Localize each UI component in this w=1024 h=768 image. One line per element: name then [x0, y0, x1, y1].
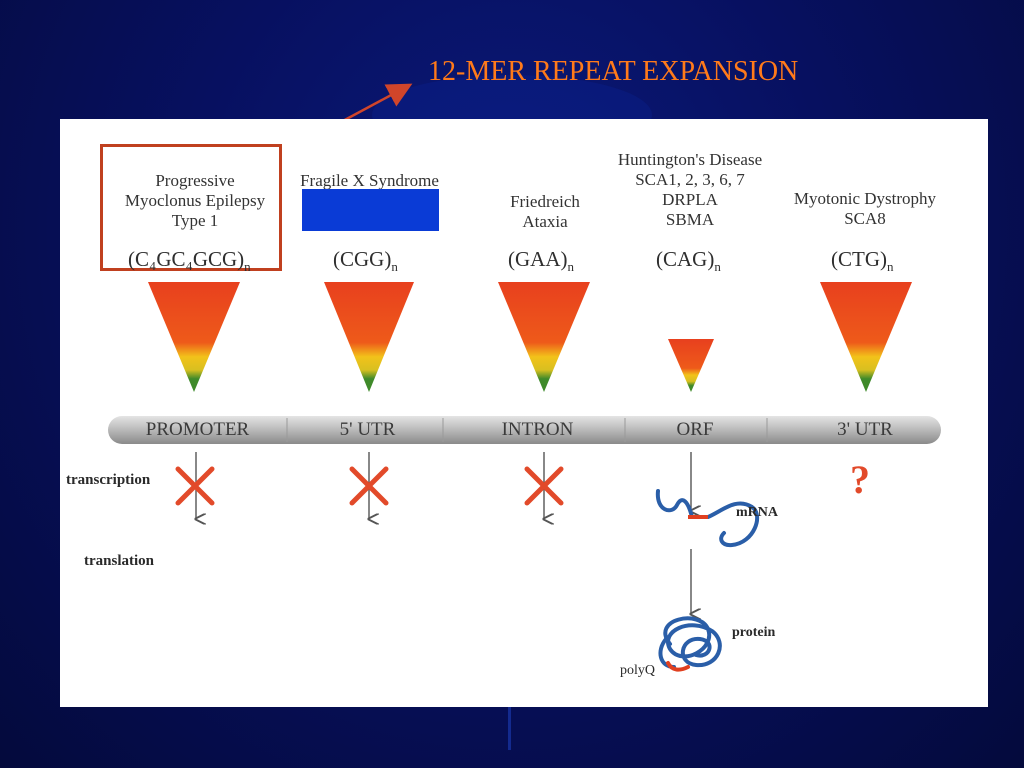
disease-label-orf: Huntington's Disease SCA1, 2, 3, 6, 7 DR… [617, 150, 763, 229]
polyq-segment [666, 661, 690, 672]
region-orf: ORF [676, 419, 714, 440]
polyq-label: polyQ [620, 663, 655, 678]
disease-label-promoter: Progressive Myoclonus Epilepsy Type 1 [124, 171, 266, 230]
cross-utr5 [349, 466, 389, 506]
region-promoter: PROMOTER [145, 419, 250, 440]
disease-label-intron: Friedreich Ataxia [510, 192, 580, 231]
diagram-graphics [108, 282, 941, 672]
triangle-orf [668, 339, 714, 392]
repeat-utr5: (CGG)n [333, 247, 398, 275]
triangle-intron [498, 282, 590, 392]
repeat-utr3: (CTG)n [831, 247, 894, 275]
diagram-panel: Progressive Myoclonus Epilepsy Type 1 Fr… [60, 119, 988, 707]
cross-intron [524, 466, 564, 506]
disease-label-utr5: Fragile X Syndrome [300, 171, 439, 190]
gene-bar [108, 416, 941, 444]
repeat-promoter: (C₄GC₄GCG)n [128, 247, 251, 275]
mrna-strand [655, 489, 760, 548]
repeat-intron: (GAA)n [508, 247, 574, 275]
slide-title: 12-MER REPEAT EXPANSION [428, 56, 799, 87]
highlight-box [100, 144, 282, 271]
transcription-label: transcription [66, 472, 151, 488]
repeat-orf: (CAG)n [656, 247, 721, 275]
region-utr5: 5' UTR [339, 419, 396, 440]
triangle-utr5 [324, 282, 414, 392]
protein-fold [663, 616, 722, 668]
region-intron: INTRON [501, 419, 574, 440]
protein-label: protein [732, 625, 776, 640]
disease-label-utr3: Myotonic Dystrophy SCA8 [793, 189, 937, 228]
mrna-label: mRNA [736, 505, 778, 520]
region-utr3: 3' UTR [837, 419, 893, 440]
triangle-utr3 [820, 282, 912, 392]
unknown-effect-mark: ? [850, 457, 870, 502]
translation-label: translation [84, 553, 155, 569]
triangle-promoter [148, 282, 240, 392]
cross-promoter [175, 466, 215, 506]
highlight-rect [302, 189, 439, 231]
